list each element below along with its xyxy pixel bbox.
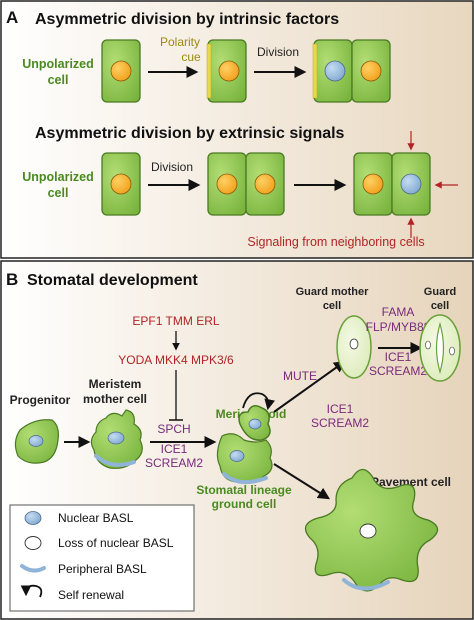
mmc-peripheral-basl	[94, 454, 136, 467]
polarity-cue-band-daughter	[312, 43, 318, 99]
row1-title: Asymmetric division by intrinsic factors	[35, 11, 339, 28]
row2-unpolarized-line1: Unpolarized	[22, 170, 94, 184]
mmc-nucleus	[107, 431, 125, 445]
ice1-label-a: ICE1	[161, 442, 188, 456]
slgc-to-pavement-arrow	[273, 463, 331, 500]
scream2-label-b: SCREAM2	[311, 416, 369, 430]
legend-peripheral-basl: Peripheral BASL	[58, 562, 147, 576]
guard-cell-nucleus-right	[449, 346, 455, 356]
panel-a-label: A	[6, 8, 18, 27]
pavement-label: Pavement cell	[371, 475, 451, 489]
epf-tmm-erl-label: EPF1 TMM ERL	[132, 314, 219, 328]
fama-label: FAMA	[382, 305, 415, 319]
row1-unpolarized-line2: cell	[48, 73, 69, 87]
row2-nucleus-orange-2	[216, 173, 238, 195]
row2-nucleus-blue	[400, 173, 422, 195]
flp-myb88-label: FLP/MYB88	[366, 320, 431, 334]
row2-nucleus-orange-3	[254, 173, 276, 195]
meristemoid-to-gmc-arrow	[273, 360, 346, 413]
legend-nuclear-basl-swatch	[24, 511, 42, 525]
gmc-nucleus	[349, 338, 359, 350]
legend-nuclear-basl: Nuclear BASL	[58, 511, 134, 525]
polarity-line2: cue	[181, 50, 201, 64]
row1-division-label: Division	[257, 45, 299, 59]
row1-unpolarized-line1: Unpolarized	[22, 57, 94, 71]
row2-title: Asymmetric division by extrinsic signals	[35, 125, 345, 142]
progenitor-label: Progenitor	[10, 393, 71, 407]
stomatal-pore	[435, 321, 445, 375]
legend-peripheral-basl-swatch	[20, 564, 46, 573]
slgc-peripheral-basl	[222, 472, 268, 485]
meristem-line2: mother cell	[83, 392, 147, 406]
row2-nucleus-orange-1	[110, 173, 132, 195]
polarity-cue-band	[206, 43, 212, 99]
row1-nucleus-orange-2	[218, 60, 240, 82]
spch-label: SPCH	[157, 422, 190, 436]
meristemoid-nucleus	[248, 418, 262, 430]
legend-loss-basl-swatch	[24, 536, 42, 550]
legend-loss-basl: Loss of nuclear BASL	[58, 536, 174, 550]
guard-line1: Guard	[424, 286, 456, 298]
pavement-peripheral-basl	[342, 578, 390, 591]
row1-nucleus-orange-1	[110, 60, 132, 82]
panel-b-label: B	[6, 270, 18, 289]
mute-label: MUTE	[283, 369, 317, 383]
gmc-line2: cell	[323, 300, 341, 312]
polarity-line1: Polarity	[160, 35, 200, 49]
row2-unpolarized-line2: cell	[48, 186, 69, 200]
signaling-label: Signaling from neighboring cells	[247, 235, 424, 249]
legend-self-renewal-icon	[20, 584, 43, 598]
legend-self-renewal: Self renewal	[58, 588, 124, 602]
meristem-line1: Meristem	[89, 377, 142, 391]
guard-cell-nucleus-left	[425, 340, 431, 350]
slgc-nucleus	[229, 450, 245, 462]
scream2-label-c: SCREAM2	[369, 364, 427, 378]
panel-b-title: Stomatal development	[27, 272, 198, 289]
row1-nucleus-orange-3	[360, 60, 382, 82]
row2-nucleus-orange-4	[362, 173, 384, 195]
guard-line2: cell	[431, 300, 449, 312]
scream2-label-a: SCREAM2	[145, 456, 203, 470]
yoda-mkk-mpk-label: YODA MKK4 MPK3/6	[118, 353, 234, 367]
pavement-nucleus	[359, 523, 377, 539]
row2-division-label: Division	[151, 160, 193, 174]
ice1-label-b: ICE1	[327, 402, 354, 416]
stomatal-lineage-line1: Stomatal lineage	[196, 483, 292, 497]
self-renewal-arc	[242, 392, 275, 411]
gmc-line1: Guard mother	[296, 286, 369, 298]
stomatal-lineage-line2: ground cell	[212, 497, 277, 511]
row1-nucleus-blue	[324, 60, 346, 82]
stomatal-lineage-ground-cell-shape	[216, 433, 273, 484]
progenitor-nucleus	[28, 435, 44, 447]
ice1-label-c: ICE1	[385, 350, 412, 364]
